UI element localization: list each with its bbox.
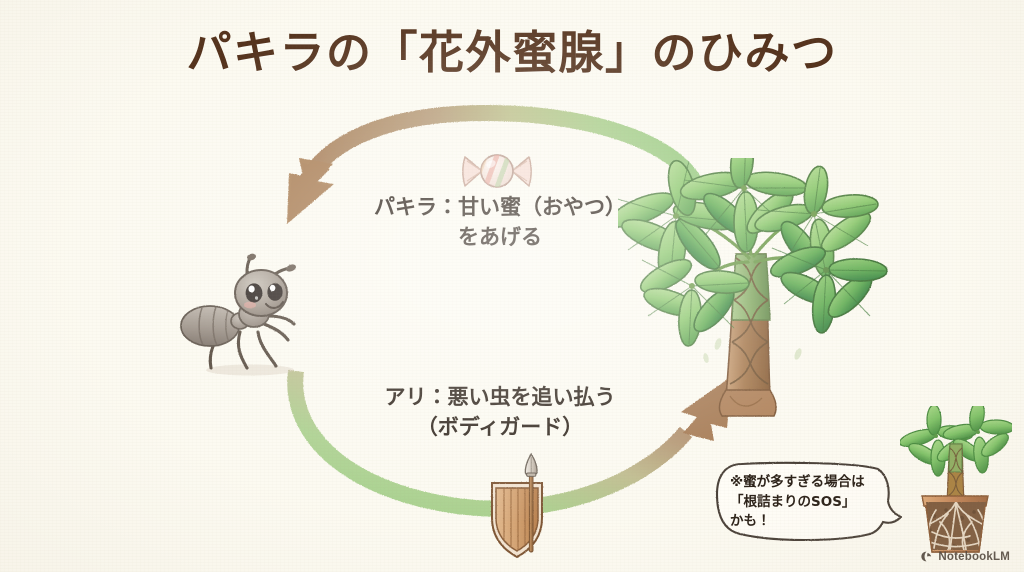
notebooklm-watermark: NotebookLM [920,550,1010,563]
leaf-cluster-lower-left [639,258,750,347]
cycle-label-plant-gives-nectar: パキラ：甘い蜜（おやつ） をあげる [374,195,626,249]
page-title: パキラの「花外蜜腺」のひみつ [186,26,838,79]
pachira-plant-illustration [618,158,888,417]
ant-to-plant-arrow [287,369,732,517]
notebooklm-logo-icon [921,551,932,562]
plant-to-ant-arrow [287,104,708,224]
spear-icon [524,452,538,553]
ant-illustration [180,253,296,376]
leaf-cluster-top [679,158,808,253]
cycle-label-ant-defends: アリ：悪い虫を追い払う （ボディガード） [384,385,616,439]
callout-bubble: ※蜜が多すぎる場合は 「根詰まりのSOS」 かも！ [714,460,904,545]
shield-and-spear-group [491,452,543,559]
root-bound-potted-pachira-illustration [900,406,1012,553]
notebooklm-watermark-label: NotebookLM [938,550,1010,563]
candy-icon [462,154,532,188]
callout-bubble-text: ※蜜が多すぎる場合は 「根詰まりのSOS」 かも！ [730,474,865,530]
leaf-cluster-right [769,246,888,334]
callout-bubble-shape [715,461,903,542]
